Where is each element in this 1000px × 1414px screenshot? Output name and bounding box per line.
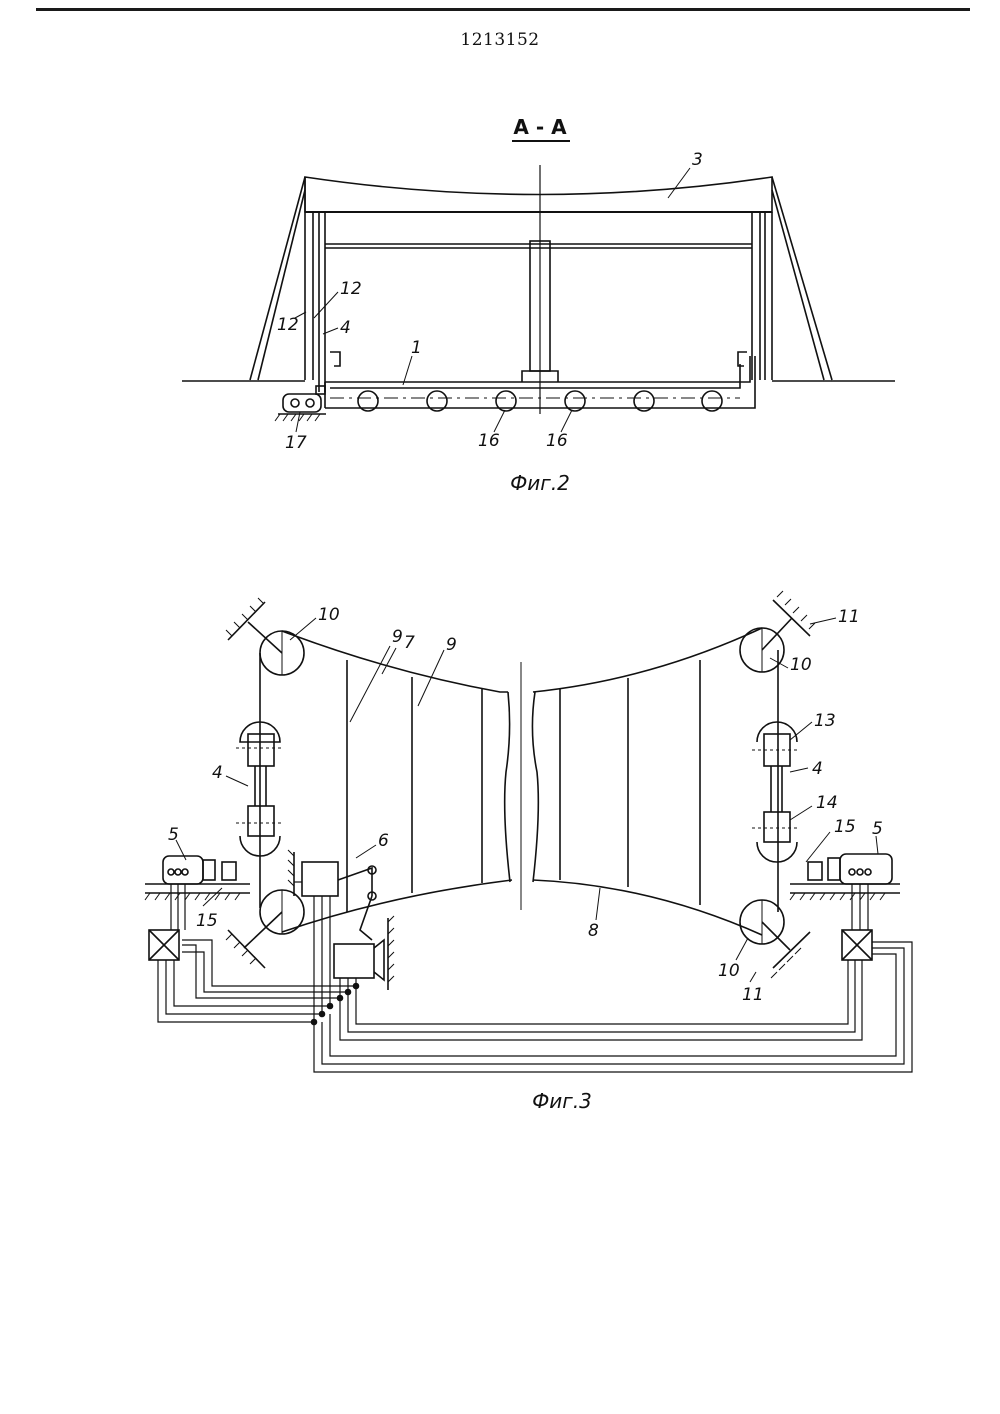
break-right — [532, 692, 538, 882]
drive-unit — [283, 394, 321, 412]
winch-left-hatch — [145, 893, 240, 900]
anchor-bottom-left-link — [244, 912, 282, 948]
label-14: 14 — [816, 793, 838, 813]
tensioner-right-bottom — [757, 842, 797, 862]
sensor-lower-head — [374, 940, 384, 980]
drive-hatch — [275, 414, 320, 421]
leader-3 — [668, 168, 690, 198]
tensioner-left-block-top — [248, 734, 274, 766]
figure-3-caption: Фиг.3 — [532, 1089, 592, 1113]
anchor-bottom-left — [228, 930, 265, 968]
winch-right-terminal-1 — [849, 869, 855, 875]
label-9-right: 9 — [446, 635, 457, 655]
winch-right-terminal-2 — [857, 869, 863, 875]
section-label: A - A — [513, 115, 567, 139]
fig3-leaders — [176, 618, 878, 982]
guy-rope-right-2 — [772, 190, 824, 380]
winch-right-drum — [808, 862, 822, 880]
label-10-bottom-right: 10 — [718, 961, 740, 981]
rail-hook-right — [738, 352, 747, 366]
label-15-right: 15 — [834, 817, 856, 837]
guy-rope-right-1 — [772, 177, 832, 380]
winch-right-terminal-3 — [865, 869, 871, 875]
rail-hook-left — [330, 352, 340, 366]
anchor-bottom-right-link — [762, 922, 790, 950]
sensor-upper-link — [360, 896, 372, 940]
junction-3 — [328, 1004, 333, 1009]
leader-17 — [296, 412, 300, 432]
guy-rope-left-1 — [250, 177, 305, 380]
platform-inner — [330, 364, 740, 388]
label-8: 8 — [588, 921, 599, 941]
drive-wheel-1 — [291, 399, 299, 407]
label-17: 17 — [285, 433, 307, 453]
label-4-left: 4 — [212, 763, 223, 783]
label-5-left: 5 — [168, 825, 179, 845]
roof-canopy — [305, 177, 772, 212]
sensor-upper-hatch — [288, 850, 294, 886]
label-7: 7 — [404, 633, 415, 653]
figure-2: A - A — [182, 115, 895, 495]
sensor-lower — [334, 944, 374, 978]
winch-left-terminal-1 — [168, 869, 174, 875]
cable-top-right — [533, 628, 762, 692]
cable-bottom-right — [533, 880, 762, 935]
winch-left-drum — [222, 862, 236, 880]
junction-1 — [312, 1020, 317, 1025]
winch-right-hatch — [790, 893, 885, 900]
junction-2 — [320, 1012, 325, 1017]
junction-5 — [346, 990, 351, 995]
leader-16a — [494, 410, 505, 432]
winch-left-terminal-2 — [175, 869, 181, 875]
label-9-left: 9 — [392, 627, 403, 647]
anchor-top-left-link — [248, 622, 282, 653]
label-4: 4 — [340, 318, 351, 338]
figure-3: 10 9 7 9 11 10 13 4 4 14 5 15 5 6 15 8 1… — [145, 591, 912, 1113]
figure-2-caption: Фиг.2 — [510, 471, 570, 495]
label-13: 13 — [814, 711, 836, 731]
label-10-top-right: 10 — [790, 655, 812, 675]
leader-16b — [561, 410, 572, 432]
label-12-right: 12 — [340, 279, 362, 299]
label-16-a: 16 — [478, 431, 500, 451]
platform-top — [325, 356, 750, 382]
sensor-upper — [302, 862, 338, 896]
sensor-lower-hatch — [388, 916, 394, 982]
label-6: 6 — [378, 831, 389, 851]
label-12-left: 12 — [277, 315, 299, 335]
winch-right-gear — [828, 858, 840, 880]
label-1: 1 — [411, 338, 422, 358]
label-5-right: 5 — [872, 819, 883, 839]
label-11-top: 11 — [838, 607, 860, 627]
drive-wheel-2 — [306, 399, 314, 407]
guy-rope-left-2 — [258, 190, 305, 380]
junction-6 — [354, 984, 359, 989]
label-15-left: 15 — [196, 911, 218, 931]
wiring-bus — [158, 882, 912, 1072]
label-16-b: 16 — [546, 431, 568, 451]
cable-bottom-left — [282, 880, 512, 932]
drive-coupling — [316, 386, 325, 394]
leader-12a — [314, 292, 338, 318]
anchor-bottom-right-hatch — [771, 948, 801, 978]
label-11-bottom: 11 — [742, 985, 764, 1005]
tensioner-right-block-bottom — [764, 812, 790, 842]
label-10-top-left: 10 — [318, 605, 340, 625]
anchor-top-left-hatch — [226, 598, 264, 636]
winch-left-terminal-3 — [182, 869, 188, 875]
tensioner-left-block-bottom — [248, 806, 274, 836]
label-3: 3 — [692, 150, 703, 170]
winch-left-gear — [203, 860, 215, 880]
break-left — [505, 692, 510, 882]
junction-4 — [338, 996, 343, 1001]
label-4-right: 4 — [812, 759, 823, 779]
anchor-bottom-left-hatch — [226, 934, 256, 964]
leader-1 — [403, 356, 412, 385]
sensor-upper-arm — [338, 868, 372, 896]
anchor-top-left — [228, 602, 265, 640]
